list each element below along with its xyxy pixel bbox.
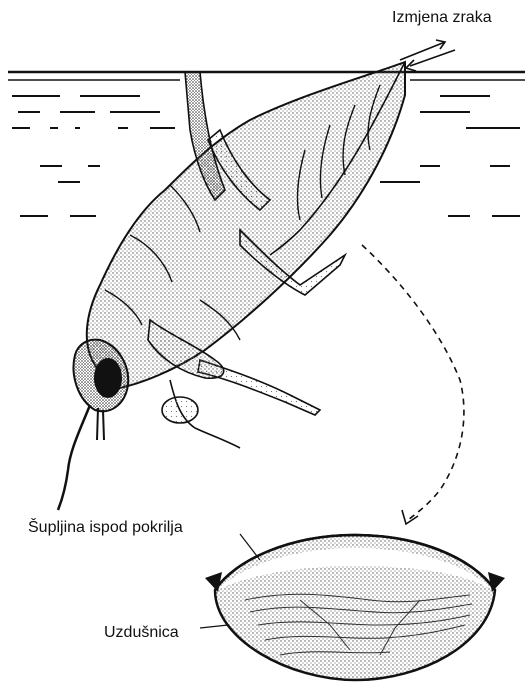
beetle-antenna: [58, 405, 90, 510]
label-cavity: Šupljina ispod pokrilja: [28, 520, 183, 536]
beetle: [58, 62, 405, 510]
label-trachea: Uzdušnica: [104, 625, 179, 641]
label-air-exchange: Izmjena zraka: [392, 10, 492, 26]
beetle-eye: [94, 358, 122, 398]
air-exchange-arrows: [400, 40, 455, 71]
inset-cross-section: [205, 535, 505, 680]
callout-arrow: [362, 245, 464, 524]
